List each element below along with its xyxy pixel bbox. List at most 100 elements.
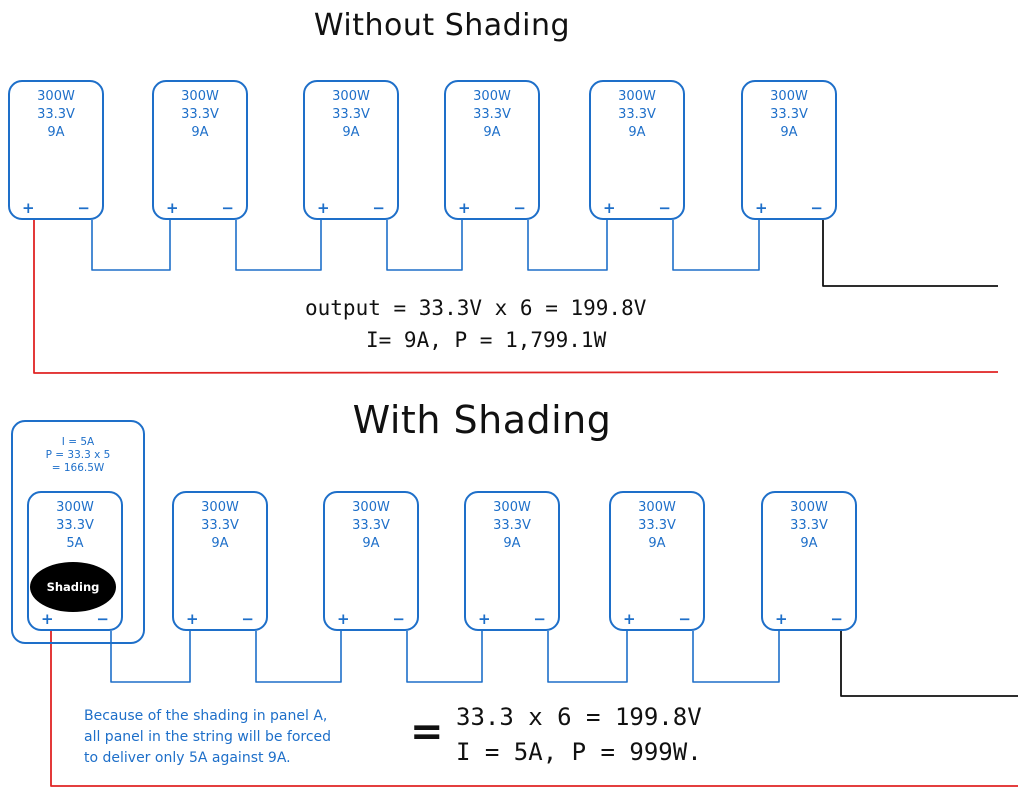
shading-blob: Shading (30, 562, 116, 612)
panel-wattage: 300W (352, 500, 390, 515)
solar-panel: 300W 33.3V 9A + − (444, 80, 540, 220)
note-line: to deliver only 5A against 9A. (84, 750, 291, 766)
panel-current: 9A (342, 125, 360, 140)
shaded-calc-line: P = 33.3 x 5 (45, 449, 111, 461)
positive-terminal: + (458, 199, 471, 217)
positive-terminal: + (603, 199, 616, 217)
negative-terminal: − (658, 199, 671, 217)
positive-terminal: + (22, 199, 35, 217)
negative-output-wire (822, 220, 998, 287)
positive-terminal: + (755, 199, 768, 217)
panel-wattage: 300W (201, 500, 239, 515)
solar-panel: 300W 33.3V 9A + − (741, 80, 837, 220)
panel-current: 9A (648, 536, 666, 551)
shaded-calc-line: I = 5A (61, 436, 95, 448)
equals-sign: = (410, 709, 444, 755)
shaded-calc-line: = 166.5W (51, 462, 105, 474)
positive-terminal: + (317, 199, 330, 217)
solar-panel: 300W 33.3V 9A + − (303, 80, 399, 220)
panel-voltage: 33.3V (493, 518, 531, 533)
panel-voltage: 33.3V (352, 518, 390, 533)
negative-terminal: − (533, 610, 546, 628)
shading-explanation-note: Because of the shading in panel A, all p… (84, 706, 404, 769)
panel-current: 5A (66, 536, 84, 551)
negative-terminal: − (392, 610, 405, 628)
negative-terminal: − (221, 199, 234, 217)
note-line: Because of the shading in panel A, (84, 708, 328, 724)
negative-terminal: − (241, 610, 254, 628)
output-power-without-shading: I= 9A, P = 1,799.1W (366, 328, 607, 352)
panel-current: 9A (47, 125, 65, 140)
panel-wattage: 300W (37, 89, 75, 104)
shaded-panel-calc: I = 5A P = 33.3 x 5 = 166.5W (11, 436, 145, 475)
series-connection-wire (386, 220, 463, 271)
panel-specs: 300W 33.3V 9A (446, 88, 538, 142)
title-with-shading: With Shading (352, 398, 612, 442)
panel-current: 9A (211, 536, 229, 551)
negative-output-wire (840, 631, 1018, 697)
positive-terminal: + (41, 610, 54, 628)
panel-voltage: 33.3V (37, 107, 75, 122)
panel-voltage: 33.3V (473, 107, 511, 122)
panel-current: 9A (503, 536, 521, 551)
positive-terminal: + (186, 610, 199, 628)
panel-specs: 300W 33.3V 5A (29, 499, 121, 553)
panel-current: 9A (362, 536, 380, 551)
negative-terminal: − (77, 199, 90, 217)
negative-terminal: − (513, 199, 526, 217)
panel-wattage: 300W (56, 500, 94, 515)
series-connection-wire (406, 631, 483, 683)
panel-current: 9A (800, 536, 818, 551)
panel-specs: 300W 33.3V 9A (305, 88, 397, 142)
series-connection-wire (672, 220, 760, 271)
series-connection-wire (91, 220, 171, 271)
series-connection-wire (692, 631, 780, 683)
panel-voltage: 33.3V (618, 107, 656, 122)
negative-terminal: − (830, 610, 843, 628)
panel-wattage: 300W (638, 500, 676, 515)
panel-specs: 300W 33.3V 9A (591, 88, 683, 142)
positive-terminal: + (166, 199, 179, 217)
panel-voltage: 33.3V (332, 107, 370, 122)
solar-panel: 300W 33.3V 9A + − (589, 80, 685, 220)
negative-terminal: − (372, 199, 385, 217)
panel-voltage: 33.3V (770, 107, 808, 122)
negative-terminal: − (678, 610, 691, 628)
series-connection-wire (255, 631, 342, 683)
panel-wattage: 300W (473, 89, 511, 104)
positive-terminal: + (337, 610, 350, 628)
note-line: all panel in the string will be forced (84, 729, 332, 745)
panel-voltage: 33.3V (181, 107, 219, 122)
panel-current: 9A (191, 125, 209, 140)
panel-wattage: 300W (332, 89, 370, 104)
output-power-with-shading: I = 5A, P = 999W. (456, 738, 702, 766)
series-connection-wire (527, 220, 608, 271)
output-voltage-without-shading: output = 33.3V x 6 = 199.8V (305, 296, 647, 320)
panel-wattage: 300W (618, 89, 656, 104)
series-connection-wire (547, 631, 628, 683)
panel-current: 9A (483, 125, 501, 140)
panel-current: 9A (780, 125, 798, 140)
panel-voltage: 33.3V (56, 518, 94, 533)
panel-wattage: 300W (770, 89, 808, 104)
positive-terminal: + (478, 610, 491, 628)
output-voltage-with-shading: 33.3 x 6 = 199.8V (456, 703, 702, 731)
positive-terminal: + (623, 610, 636, 628)
title-without-shading: Without Shading (313, 8, 571, 43)
negative-terminal: − (810, 199, 823, 217)
panel-specs: 300W 33.3V 9A (743, 88, 835, 142)
solar-panel: 300W 33.3V 9A + − (8, 80, 104, 220)
panel-current: 9A (628, 125, 646, 140)
panel-wattage: 300W (790, 500, 828, 515)
negative-terminal: − (96, 610, 109, 628)
shaded-panel-box (11, 420, 145, 644)
